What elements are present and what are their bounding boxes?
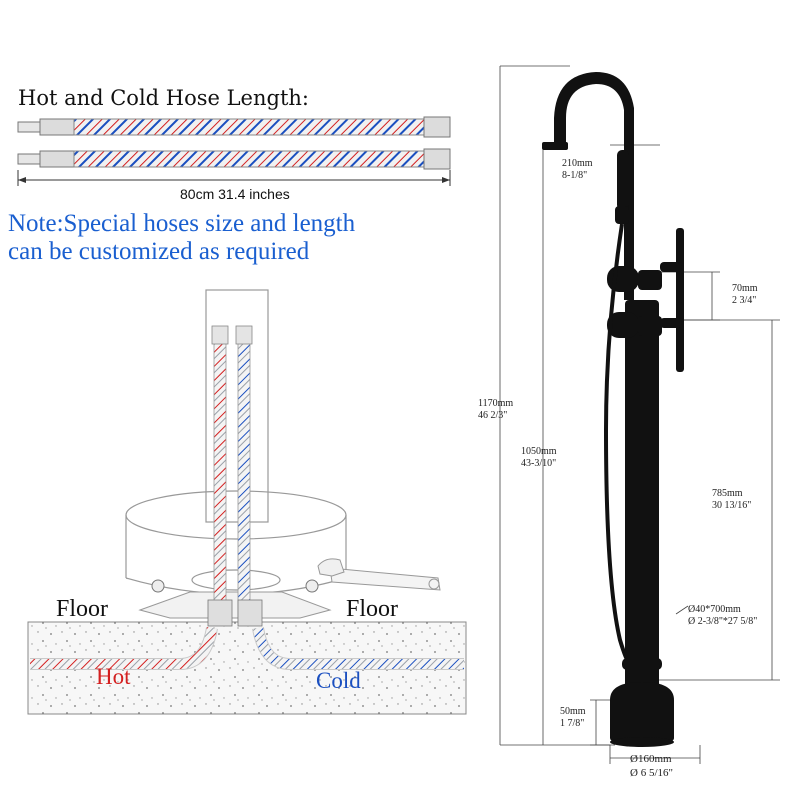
body-height-mm: 1050mm [521,446,557,457]
hot-label: Hot [96,664,131,689]
body-height-label: 1050mm 43-3/10" [521,446,557,470]
body-height-in: 43-3/10" [521,458,557,469]
freestanding-faucet [542,72,684,747]
lower-lever [676,302,684,372]
handle-spacing-label: 70mm 2 3/4" [732,283,758,307]
hose-length-dimension-line [17,170,451,186]
spout-reach-label: 210mm 8-1/8" [562,158,593,182]
lower-height-in: 30 13/16" [712,500,752,511]
spout-reach-in: 8-1/8" [562,170,588,181]
cold-label: Cold [316,668,361,693]
floor-label-right: Floor [346,596,399,622]
hot-hose-vertical [213,341,227,623]
hose-illustration [17,116,451,186]
cold-connector [237,599,263,627]
shower-hose [603,223,632,667]
installation-illustration [27,289,467,715]
total-height-mm: 1170mm [478,398,514,409]
hot-hose-floor [30,627,217,669]
hose-bottom [17,148,451,170]
total-height-label: 1170mm 46 2/3" [478,398,513,422]
handle-spacing-in: 2 3/4" [732,295,757,306]
base-height-label: 50mm 1 7/8" [560,706,586,730]
handle-spacing-mm: 70mm [732,283,758,294]
floor-label-left: Floor [56,596,109,622]
base-diameter-in: Ø 6 5/16" [630,767,673,779]
lower-height-label: 785mm 30 13/16" [712,488,751,512]
pipe-guide [205,289,269,523]
base-diameter-mm: Ø160mm [630,753,672,765]
spout-reach-mm: 210mm [562,158,593,169]
faucet-column [625,300,659,692]
lower-height-mm: 785mm [712,488,743,499]
hand-shower [617,150,629,210]
hose-length-title: Hot and Cold Hose Length: [18,86,309,110]
lower-handle-body [607,312,639,338]
cold-hose-vertical [237,341,251,623]
pipe-size-label: Ø40*700mm Ø 2-3/8"*27 5/8" [688,604,757,628]
hose-top [17,116,451,138]
pipe-size-in: Ø 2-3/8"*27 5/8" [688,616,758,627]
base-height-mm: 50mm [560,706,586,717]
pipe-size-mm: Ø40*700mm [688,604,741,615]
note-line-1: Note:Special hoses size and length [8,210,356,237]
base-height-in: 1 7/8" [560,718,585,729]
total-height-in: 46 2/3" [478,410,508,421]
cold-hose-floor [253,627,464,669]
hot-connector [207,599,233,627]
floor-flange [125,490,347,619]
wrench-icon [317,558,441,591]
hose-length-label: 80cm 31.4 inches [180,186,290,202]
note-line-2: can be customized as required [8,238,310,265]
base-diameter-label: Ø160mm Ø 6 5/16" [630,752,673,780]
faucet-base [610,682,674,745]
